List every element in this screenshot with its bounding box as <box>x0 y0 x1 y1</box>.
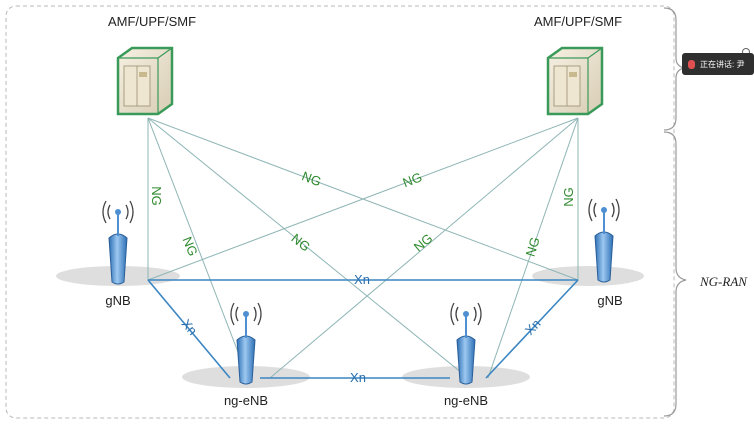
gnb-right-antenna-icon <box>588 198 620 283</box>
ng-label-group: NG NG NG NG NG NG NG NG <box>149 168 576 258</box>
ng-links <box>147 117 579 379</box>
diagram-frame <box>5 5 675 419</box>
ng-label: NG <box>289 231 314 255</box>
core-server-right <box>546 46 604 116</box>
xn-links <box>147 279 579 379</box>
ng-label: NG <box>561 187 576 207</box>
speaking-indicator-text: 正在讲话: 尹 <box>700 59 745 69</box>
ran-brace <box>663 131 687 417</box>
gnb-right-label: gNB <box>597 293 622 308</box>
speaking-indicator[interactable]: 正在讲话: 尹 <box>682 53 754 75</box>
core-server-left <box>116 46 174 116</box>
ng-link <box>147 117 469 379</box>
ng-label: NG <box>300 168 324 189</box>
microphone-icon <box>688 59 695 69</box>
ngenb-left-label: ng-eNB <box>224 393 268 408</box>
ngenb-right-antenna-icon <box>450 302 482 385</box>
ngenb-right-label: ng-eNB <box>444 393 488 408</box>
core-left-label: AMF/UPF/SMF <box>108 14 196 29</box>
ng-link <box>147 117 249 379</box>
ng-link <box>269 117 579 379</box>
ng-label: NG <box>180 234 201 258</box>
ng-label: NG <box>401 169 425 190</box>
gnb-right-shadow <box>532 266 644 286</box>
core-right-label: AMF/UPF/SMF <box>534 14 622 29</box>
ng-ran-label: NG-RAN <box>699 274 748 289</box>
xn-link <box>147 279 231 379</box>
ng-label: NG <box>149 186 164 206</box>
ng-label: NG <box>411 231 436 255</box>
ng-label: NG <box>523 235 543 258</box>
ng-link <box>147 117 579 281</box>
gnb-left-label: gNB <box>105 293 130 308</box>
ng-link <box>487 117 579 379</box>
xn-label: Xn <box>350 370 366 385</box>
gnb-left-antenna-icon <box>102 200 134 285</box>
ngenb-left-antenna-icon <box>230 302 262 385</box>
xn-link <box>485 279 579 379</box>
xn-label: Xn <box>354 272 370 287</box>
